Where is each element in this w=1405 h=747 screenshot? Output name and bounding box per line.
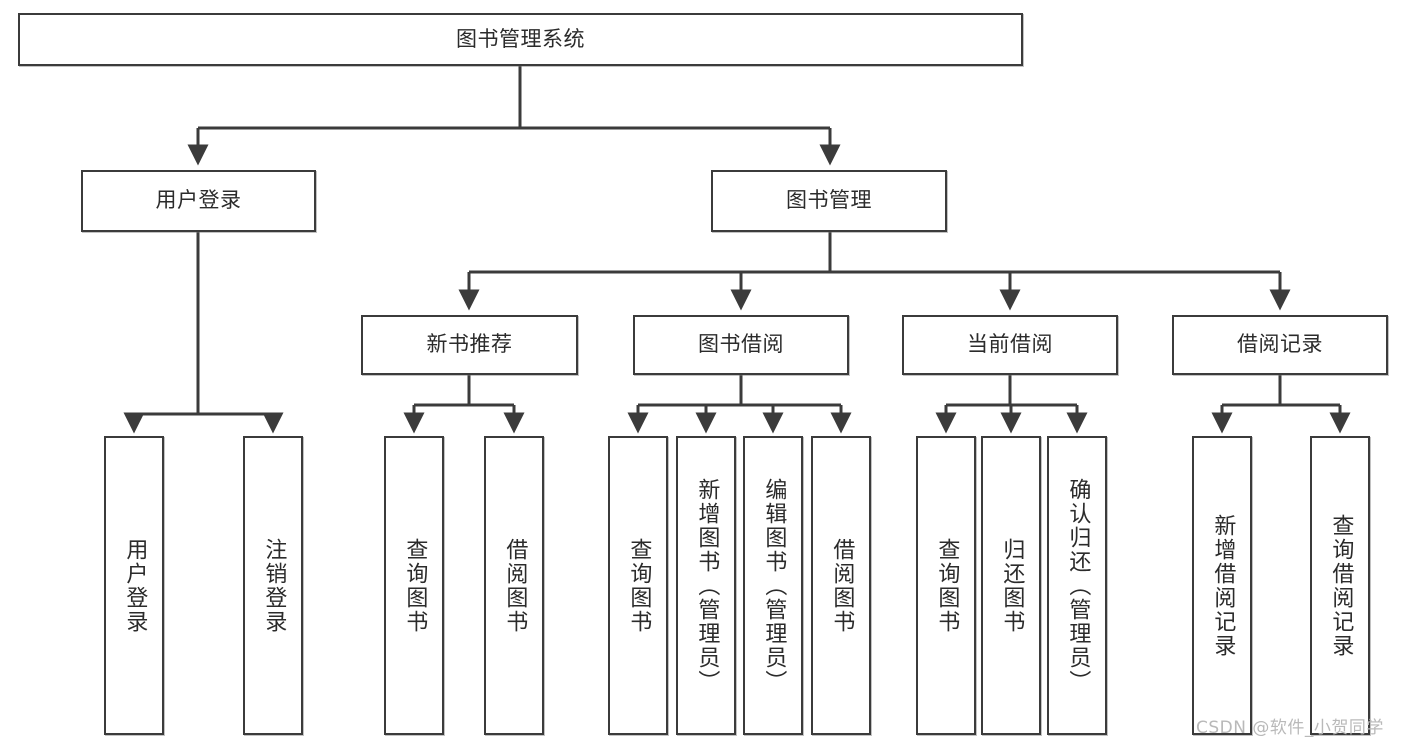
leaf-borrow-borrow-book-label: 借阅图书 [829, 537, 855, 634]
leaf-new-book-borrow[interactable]: 借阅图书 [484, 436, 544, 735]
node-root-library-management-system[interactable]: 图书管理系统 [18, 13, 1023, 66]
leaf-borrow-query-book-label: 查询图书 [626, 537, 652, 634]
node-book-borrow[interactable]: 图书借阅 [633, 315, 849, 375]
leaf-current-confirm-return-admin-label: 确认归还（管理员） [1065, 477, 1091, 694]
node-current-borrow-label: 当前借阅 [967, 332, 1053, 357]
leaf-record-query-record-label: 查询借阅记录 [1328, 513, 1354, 658]
leaf-current-query-book[interactable]: 查询图书 [916, 436, 976, 735]
leaf-borrow-borrow-book[interactable]: 借阅图书 [811, 436, 871, 735]
leaf-borrow-add-book-admin-label: 新增图书（管理员） [694, 477, 720, 694]
leaf-current-return-book[interactable]: 归还图书 [981, 436, 1041, 735]
leaf-record-add-record[interactable]: 新增借阅记录 [1192, 436, 1252, 735]
leaf-new-book-query-label: 查询图书 [402, 537, 428, 634]
leaf-current-return-book-label: 归还图书 [999, 537, 1025, 634]
node-new-book-recommend-label: 新书推荐 [426, 332, 513, 357]
leaf-user-login-logout-label: 注销登录 [261, 537, 287, 634]
leaf-borrow-edit-book-admin[interactable]: 编辑图书（管理员） [743, 436, 803, 735]
leaf-new-book-query[interactable]: 查询图书 [384, 436, 444, 735]
leaf-current-confirm-return-admin[interactable]: 确认归还（管理员） [1047, 436, 1107, 735]
node-user-login[interactable]: 用户登录 [81, 170, 316, 232]
node-book-management-label: 图书管理 [786, 188, 872, 213]
node-book-borrow-label: 图书借阅 [698, 332, 784, 357]
node-borrow-record[interactable]: 借阅记录 [1172, 315, 1388, 375]
node-root-label: 图书管理系统 [456, 26, 585, 51]
leaf-borrow-query-book[interactable]: 查询图书 [608, 436, 668, 735]
leaf-current-query-book-label: 查询图书 [934, 537, 960, 634]
leaf-user-login-login[interactable]: 用户登录 [104, 436, 164, 735]
node-new-book-recommend[interactable]: 新书推荐 [361, 315, 578, 375]
node-borrow-record-label: 借阅记录 [1237, 332, 1323, 357]
leaf-new-book-borrow-label: 借阅图书 [502, 537, 528, 634]
leaf-record-query-record[interactable]: 查询借阅记录 [1310, 436, 1370, 735]
node-book-management[interactable]: 图书管理 [711, 170, 947, 232]
leaf-borrow-add-book-admin[interactable]: 新增图书（管理员） [676, 436, 736, 735]
leaf-user-login-logout[interactable]: 注销登录 [243, 436, 303, 735]
node-current-borrow[interactable]: 当前借阅 [902, 315, 1118, 375]
node-user-login-label: 用户登录 [155, 188, 242, 213]
leaf-borrow-edit-book-admin-label: 编辑图书（管理员） [761, 477, 787, 694]
leaf-user-login-login-label: 用户登录 [122, 537, 148, 634]
leaf-record-add-record-label: 新增借阅记录 [1210, 513, 1236, 658]
